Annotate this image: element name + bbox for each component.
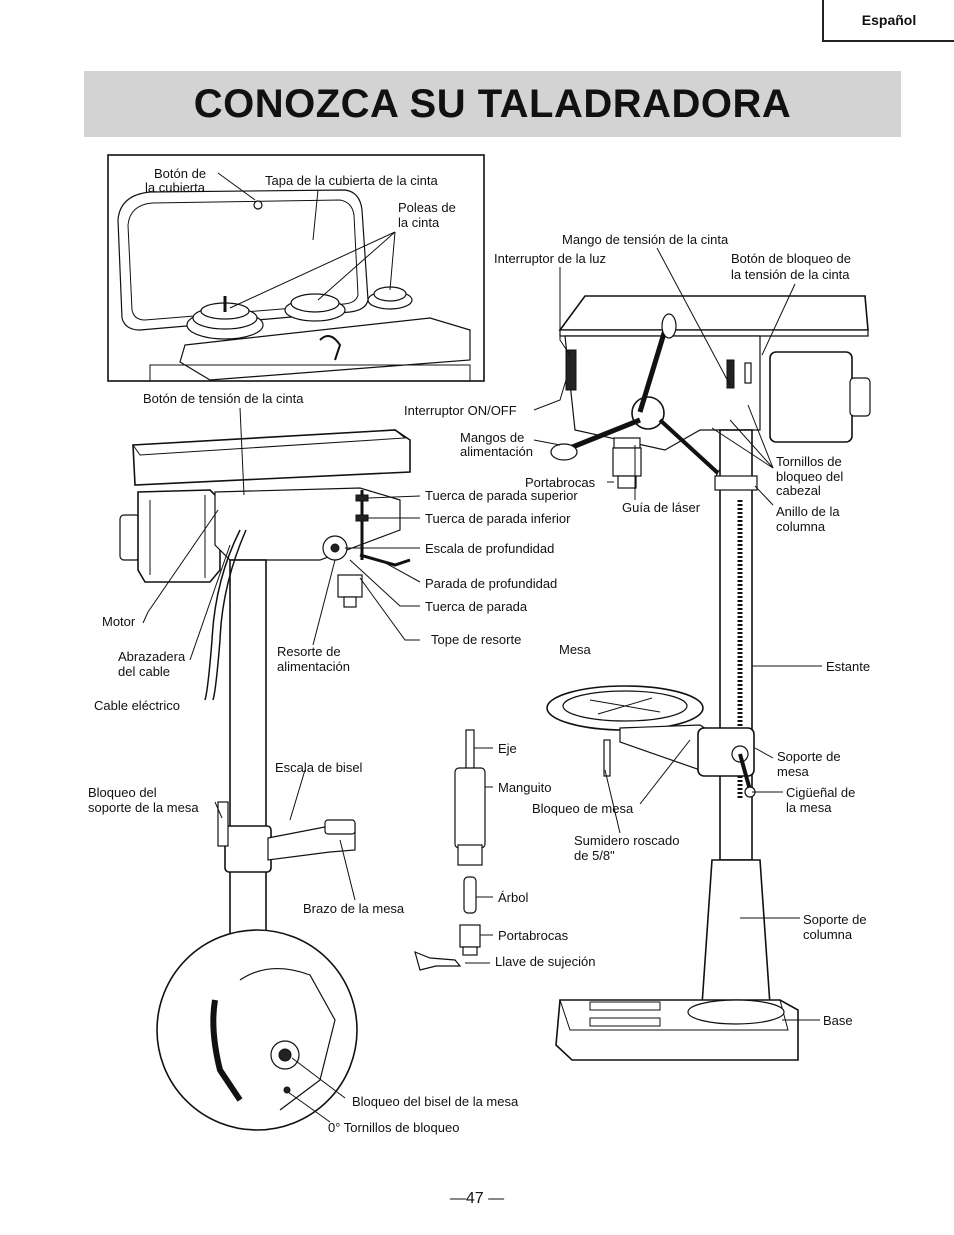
label-sumidero-1: Sumidero roscado: [574, 833, 680, 848]
label-arbol: Árbol: [498, 890, 528, 905]
label-base: Base: [823, 1013, 853, 1028]
label-abrazadera-1: Abrazadera: [118, 649, 186, 664]
spindle-parts: [414, 729, 486, 971]
label-interruptor-onoff: Interruptor ON/OFF: [404, 403, 517, 418]
label-bloqueo-bisel: Bloqueo del bisel de la mesa: [352, 1094, 519, 1109]
label-guia-laser: Guía de láser: [622, 500, 701, 515]
label-tornillos-cabezal-2: bloqueo del: [776, 469, 843, 484]
leader-lines: [142, 172, 822, 1123]
label-soporte-columna-2: columna: [803, 927, 853, 942]
label-escala-bisel: Escala de bisel: [275, 760, 363, 775]
label-bloqueo-soporte-1: Bloqueo del: [88, 785, 157, 800]
label-eje: Eje: [498, 741, 517, 756]
label-tornillos-cabezal-1: Tornillos de: [776, 454, 842, 469]
label-anillo-1: Anillo de la: [776, 504, 840, 519]
label-abrazadera-2: del cable: [118, 664, 170, 679]
label-bloqueo-mesa: Bloqueo de mesa: [532, 801, 634, 816]
label-portabrocas-top: Portabrocas: [525, 475, 596, 490]
label-mango-tension: Mango de tensión de la cinta: [562, 232, 729, 247]
label-anillo-2: columna: [776, 519, 826, 534]
label-bloqueo-soporte-2: soporte de la mesa: [88, 800, 199, 815]
label-mangos-2: alimentación: [460, 444, 533, 459]
label-resorte-2: alimentación: [277, 659, 350, 674]
label-poleas-1: Poleas de: [398, 200, 456, 215]
label-llave-sujecion: Llave de sujeción: [495, 954, 595, 969]
label-ciguenal-2: la mesa: [786, 800, 832, 815]
label-soporte-columna-1: Soporte de: [803, 912, 867, 927]
label-tornillos-0: 0° Tornillos de bloqueo: [328, 1120, 459, 1135]
label-boton-cubierta-2: la cubierta: [145, 180, 206, 195]
page-title: CONOZCA SU TALADRADORA: [193, 81, 792, 126]
bevel-inset: [156, 929, 358, 1131]
label-tuerca-superior: Tuerca de parada superior: [425, 488, 578, 503]
label-tuerca-inferior: Tuerca de parada inferior: [425, 511, 571, 526]
label-tornillos-cabezal-3: cabezal: [776, 483, 821, 498]
drill-press-front-view: [546, 295, 871, 1061]
label-soporte-mesa-1: Soporte de: [777, 749, 841, 764]
label-estante: Estante: [826, 659, 870, 674]
label-bloqueo-tension-2: la tensión de la cinta: [731, 267, 850, 282]
label-tapa-cubierta: Tapa de la cubierta de la cinta: [265, 173, 438, 188]
label-escala-profundidad: Escala de profundidad: [425, 541, 554, 556]
label-portabrocas-bottom: Portabrocas: [498, 928, 569, 943]
label-ciguenal-1: Cigüeñal de: [786, 785, 855, 800]
label-boton-cubierta-1: Botón de: [154, 166, 206, 181]
label-brazo-mesa: Brazo de la mesa: [303, 901, 405, 916]
label-tope-resorte: Tope de resorte: [431, 632, 521, 647]
language-label: Español: [861, 12, 917, 28]
label-mangos-1: Mangos de: [460, 430, 524, 445]
label-manguito: Manguito: [498, 780, 551, 795]
label-cable-electrico: Cable eléctrico: [94, 698, 180, 713]
label-mesa: Mesa: [559, 642, 592, 657]
drill-head-side-view: [119, 429, 411, 941]
label-bloqueo-tension-1: Botón de bloqueo de: [731, 251, 851, 266]
page-number: —47 —: [449, 1190, 505, 1207]
label-poleas-2: la cinta: [398, 215, 440, 230]
label-soporte-mesa-2: mesa: [777, 764, 810, 779]
label-sumidero-2: de 5/8": [574, 848, 615, 863]
belt-cover-inset: [107, 154, 485, 382]
label-tuerca-parada: Tuerca de parada: [425, 599, 528, 614]
page-title-bar: CONOZCA SU TALADRADORA: [84, 71, 901, 137]
language-tab: Español: [822, 0, 954, 42]
label-motor: Motor: [102, 614, 136, 629]
label-parada-profundidad: Parada de profundidad: [425, 576, 557, 591]
label-boton-tension: Botón de tensión de la cinta: [143, 391, 304, 406]
labels: Botón de la cubierta Tapa de la cubierta…: [88, 166, 870, 1135]
label-resorte-1: Resorte de: [277, 644, 341, 659]
label-interruptor-luz: Interruptor de la luz: [494, 251, 606, 266]
